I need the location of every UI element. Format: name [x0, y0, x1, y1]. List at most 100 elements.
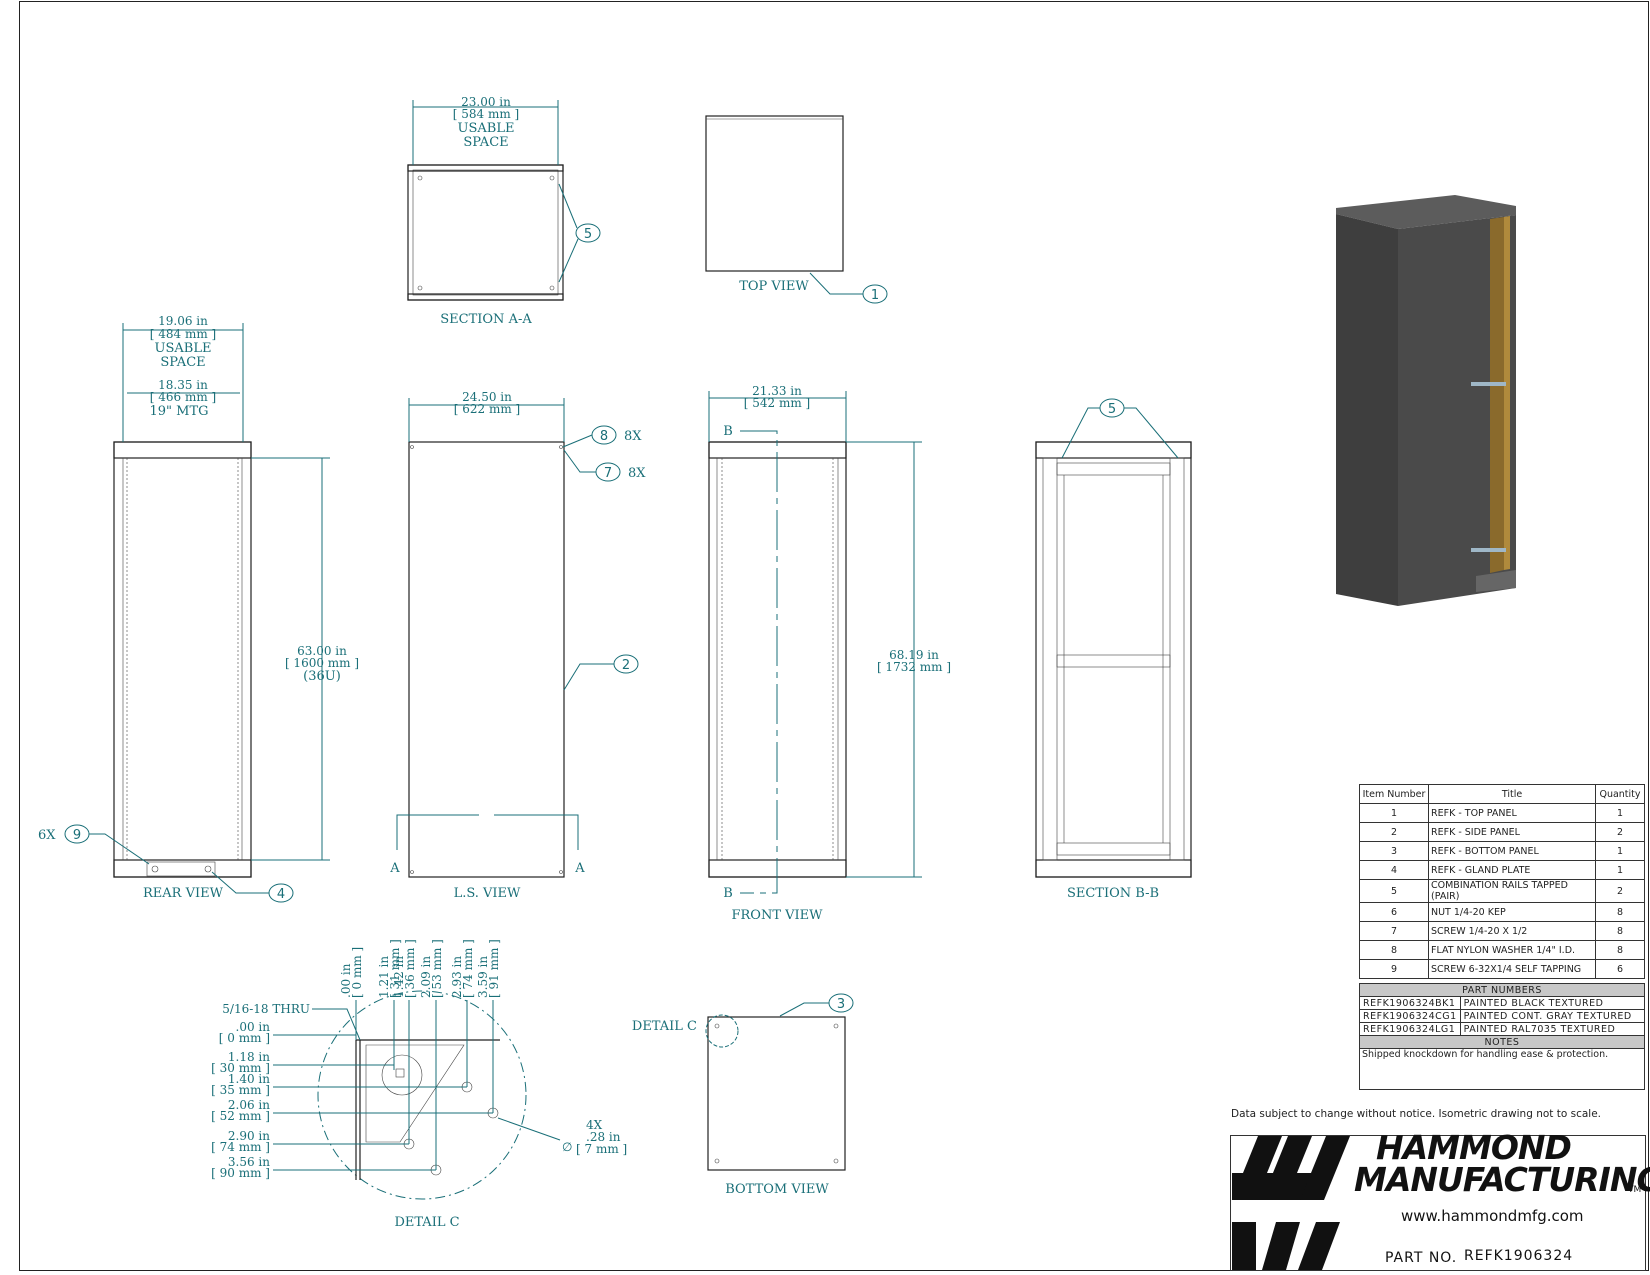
bom-title-cell: REFK - GLAND PLATE — [1428, 860, 1596, 880]
rear-qty-9: 6X — [38, 828, 56, 843]
top-view-title: TOP VIEW — [739, 279, 809, 294]
bom-qty-cell: 8 — [1595, 921, 1645, 941]
bom-title-cell: COMBINATION RAILS TAPPED (PAIR) — [1428, 879, 1596, 903]
section-aa-width-mm: [ 584 mm ] — [453, 107, 519, 121]
part-numbers-header: PART NUMBERS — [1359, 983, 1645, 997]
detail-c-top-dim-in: 2.93 in — [450, 956, 464, 998]
part-desc-cell: PAINTED CONT. GRAY TEXTURED — [1459, 1009, 1646, 1023]
rear-height-mm: [ 1600 mm ] — [285, 656, 359, 670]
rear-height-in: 63.00 in — [297, 644, 347, 658]
detail-c-left-dim-in: 1.40 in — [228, 1072, 270, 1086]
ls-qty-8: 8X — [624, 429, 642, 444]
table-row: REFK1906324BK1 PAINTED BLACK TEXTURED — [1359, 996, 1646, 1010]
rear-mtg-mm: [ 466 mm ] — [150, 390, 216, 404]
bom-item-cell: 7 — [1359, 921, 1429, 941]
isometric-cabinet — [1336, 195, 1516, 606]
bom-item-cell: 2 — [1359, 822, 1429, 842]
bom-item-cell: 9 — [1359, 959, 1429, 979]
ls-width-in: 24.50 in — [462, 390, 512, 404]
detail-c-hole-symbol: ∅ — [562, 1140, 572, 1154]
ls-width-mm: [ 622 mm ] — [454, 402, 520, 416]
title-block — [1230, 1135, 1646, 1271]
rear-balloon-4: 4 — [277, 887, 285, 902]
company-name-line2: MANUFACTURING — [1354, 1160, 1650, 1199]
front-view: 21.33 in [ 542 mm ] 68.19 in [ 1732 mm ]… — [708, 384, 951, 923]
bom-qty-cell: 2 — [1595, 879, 1645, 903]
front-section-mark-bottom: B — [723, 886, 733, 901]
detail-c-left-dim-in: 2.06 in — [228, 1098, 270, 1112]
detail-c-top-dim-mm: [ 36 mm ] — [403, 939, 417, 998]
drawing-sheet-border — [19, 1, 1649, 1271]
rear-height-u: (36U) — [303, 669, 341, 684]
detail-c-hole-in: .28 in — [586, 1130, 621, 1144]
company-name-line1: HAMMOND — [1376, 1128, 1572, 1167]
detail-c-left-dim-mm: [ 30 mm ] — [211, 1061, 270, 1075]
section-bb-balloon: 5 — [1108, 402, 1116, 417]
section-bb-title: SECTION B-B — [1067, 886, 1159, 901]
rear-usable-in: 19.06 in — [158, 314, 208, 328]
ls-section-mark-left: A — [389, 861, 400, 876]
bottom-view: DETAIL C 3 BOTTOM VIEW — [632, 993, 854, 1197]
ls-balloon-7: 7 — [604, 466, 612, 481]
rear-mtg-in: 18.35 in — [158, 378, 208, 392]
bottom-view-title: BOTTOM VIEW — [725, 1182, 829, 1197]
part-no-value: REFK1906324 — [1464, 1248, 1574, 1264]
top-view: 1 TOP VIEW — [705, 115, 888, 304]
ls-qty-7: 8X — [628, 466, 646, 481]
company-website: www.hammondmfg.com — [1401, 1207, 1584, 1225]
ls-view-title: L.S. VIEW — [454, 886, 521, 901]
bottom-view-balloon: 3 — [837, 997, 845, 1012]
bom-item-cell: 8 — [1359, 940, 1429, 960]
detail-c-view: .00 in[ 0 mm ]1.21 in[ 31 mm ]1.42 in[ 3… — [211, 939, 627, 1230]
bom-header-item: Item Number — [1359, 784, 1429, 804]
part-no-label: PART NO. — [1385, 1250, 1458, 1266]
detail-c-left-dim-in: 2.90 in — [228, 1129, 270, 1143]
detail-c-left-dim-mm: [ 0 mm ] — [219, 1031, 270, 1045]
bom-header-qty: Quantity — [1595, 784, 1645, 804]
bottom-view-detail-label: DETAIL C — [632, 1019, 697, 1034]
section-aa-view: 23.00 in [ 584 mm ] USABLE SPACE 5 SECTI… — [407, 95, 601, 327]
bom-item-cell: 4 — [1359, 860, 1429, 880]
bom-title-cell: NUT 1/4-20 KEP — [1428, 902, 1596, 922]
bom-title-cell: FLAT NYLON WASHER 1/4" I.D. — [1428, 940, 1596, 960]
bom-item-cell: 1 — [1359, 803, 1429, 823]
top-view-balloon: 1 — [871, 288, 879, 303]
bom-qty-cell: 1 — [1595, 860, 1645, 880]
front-view-title: FRONT VIEW — [731, 908, 823, 923]
rear-mtg-label: 19" MTG — [149, 404, 208, 419]
bom-item-cell: 3 — [1359, 841, 1429, 861]
bom-qty-cell: 8 — [1595, 940, 1645, 960]
detail-c-top-dim-in: 1.21 in — [377, 956, 391, 998]
section-aa-space-label: SPACE — [463, 135, 508, 150]
front-height-in: 68.19 in — [889, 648, 939, 662]
table-row: REFK1906324LG1 PAINTED RAL7035 TEXTURED — [1359, 1022, 1646, 1036]
trademark-symbol: TM — [1628, 1185, 1642, 1195]
section-aa-balloon: 5 — [584, 227, 592, 242]
ls-section-mark-right: A — [574, 861, 585, 876]
front-width-mm: [ 542 mm ] — [744, 396, 810, 410]
detail-c-top-dim-mm: [ 74 mm ] — [461, 939, 475, 998]
bom-item-cell: 5 — [1359, 879, 1429, 903]
rear-view: 19.06 in [ 484 mm ] USABLE SPACE 18.35 i… — [38, 314, 359, 903]
part-number-cell: REFK1906324BK1 — [1359, 996, 1461, 1010]
rear-usable-label: USABLE — [155, 341, 212, 356]
bom-qty-cell: 6 — [1595, 959, 1645, 979]
detail-c-left-dim-mm: [ 90 mm ] — [211, 1166, 270, 1180]
detail-c-top-dim-in: .00 in — [339, 963, 353, 998]
part-number-cell: REFK1906324CG1 — [1359, 1009, 1461, 1023]
detail-c-left-dim-mm: [ 35 mm ] — [211, 1083, 270, 1097]
notes-text: Shipped knockdown for handling ease & pr… — [1359, 1048, 1645, 1090]
front-width-in: 21.33 in — [752, 384, 802, 398]
bom-header-title: Title — [1428, 784, 1596, 804]
bom-title-cell: SCREW 1/4-20 X 1/2 — [1428, 921, 1596, 941]
bom-header-row: Item Number Title Quantity — [1359, 784, 1645, 804]
